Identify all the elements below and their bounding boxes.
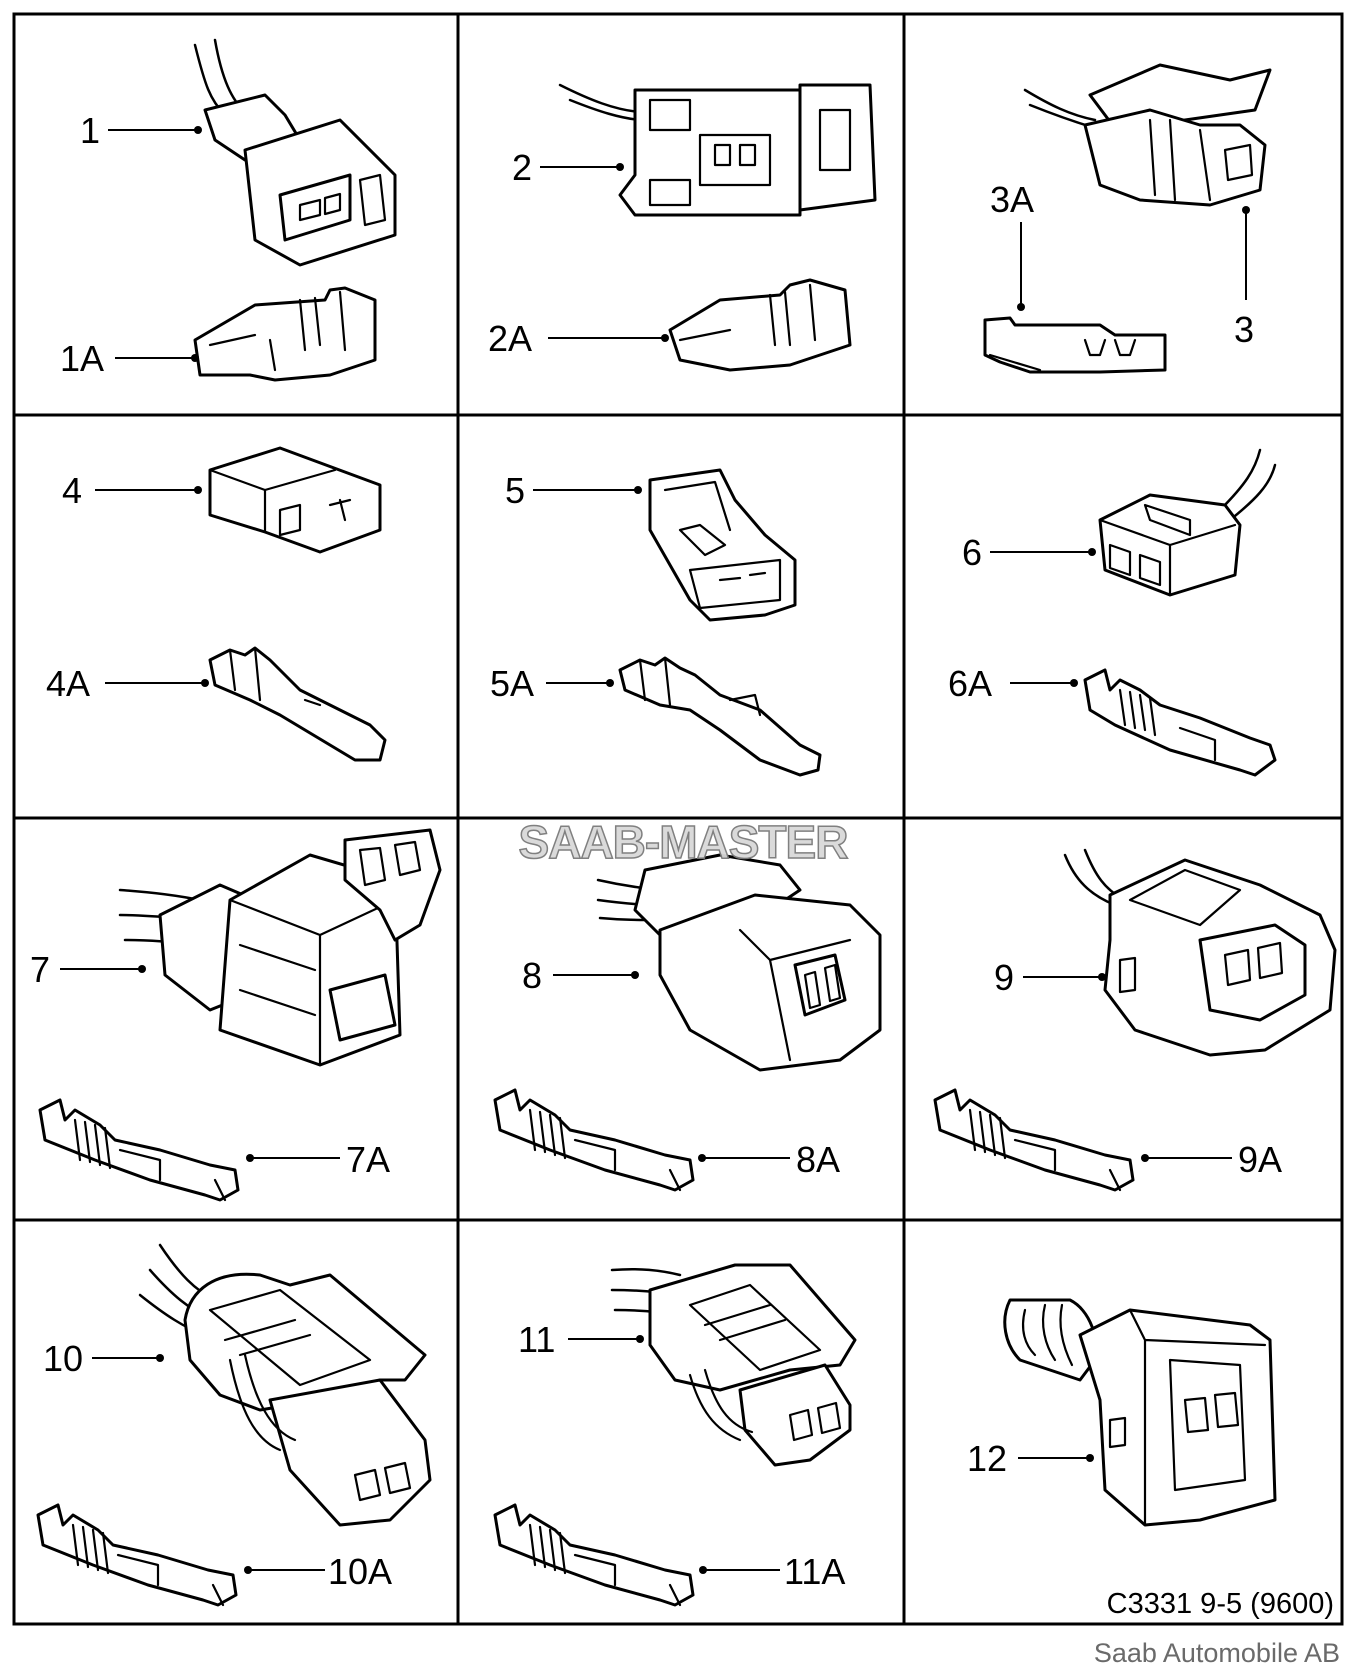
connector-6-drawing (1098, 448, 1277, 597)
connector-4-drawing (208, 446, 382, 554)
cell-4: 4 4A (46, 446, 387, 762)
connector-3-drawing (1023, 63, 1272, 207)
connector-11-drawing (610, 1263, 857, 1467)
cell-8: 8 8A (493, 853, 882, 1192)
leader-dot-4 (194, 486, 202, 494)
leader-dot-9A (1141, 1154, 1149, 1162)
label-11: 11 (518, 1319, 555, 1360)
terminal-10A-drawing (36, 1503, 238, 1607)
leader-dot-4A (201, 679, 209, 687)
leader-dot-8A (698, 1154, 706, 1162)
leader-dot-12 (1086, 1454, 1094, 1462)
label-12: 12 (967, 1438, 1007, 1479)
copyright-credit: Saab Automobile AB (1094, 1638, 1340, 1668)
leader-dot-11A (699, 1566, 707, 1574)
terminal-7A-drawing (38, 1098, 240, 1202)
label-7: 7 (30, 949, 50, 990)
leader-dot-1A (191, 354, 199, 362)
connector-2-drawing (558, 83, 877, 217)
terminal-4A-drawing (208, 646, 387, 762)
cell-1: 1 1A (60, 38, 397, 382)
leader-dot-10A (244, 1566, 252, 1574)
terminal-1A-drawing (193, 286, 377, 382)
connector-9-drawing (1063, 848, 1337, 1057)
label-6A: 6A (948, 663, 992, 704)
leader-dot-9 (1098, 973, 1106, 981)
leader-dot-5A (606, 679, 614, 687)
label-3: 3 (1234, 309, 1254, 350)
cell-6: 6 6A (948, 448, 1277, 777)
connector-10-drawing (138, 1243, 432, 1527)
cell-9: 9 9A (933, 848, 1337, 1192)
label-4: 4 (62, 470, 82, 511)
connector-7-drawing (118, 828, 442, 1067)
label-6: 6 (962, 532, 982, 573)
label-2: 2 (512, 147, 532, 188)
terminal-5A-drawing (618, 656, 822, 777)
label-7A: 7A (346, 1139, 390, 1180)
label-10: 10 (43, 1338, 83, 1379)
leader-dot-2 (616, 163, 624, 171)
leader-dot-3 (1242, 206, 1250, 214)
label-9A: 9A (1238, 1139, 1282, 1180)
leader-dot-2A (661, 334, 669, 342)
label-9: 9 (994, 957, 1014, 998)
label-5: 5 (505, 470, 525, 511)
leader-dot-8 (631, 971, 639, 979)
terminal-9A-drawing (933, 1088, 1135, 1192)
connector-1-drawing (193, 38, 397, 267)
leader-dot-7A (246, 1154, 254, 1162)
label-1A: 1A (60, 338, 104, 379)
label-8A: 8A (796, 1139, 840, 1180)
leader-dot-6A (1070, 679, 1078, 687)
label-5A: 5A (490, 663, 534, 704)
connector-8-drawing (596, 853, 882, 1072)
leader-dot-7 (138, 965, 146, 973)
leader-dot-3A (1017, 303, 1025, 311)
cell-7: 7 7A (30, 828, 442, 1202)
terminal-6A-drawing (1083, 668, 1277, 777)
label-2A: 2A (488, 318, 532, 359)
leader-dot-11 (636, 1335, 644, 1343)
leader-dot-5 (634, 486, 642, 494)
figure-code: C3331 9-5 (9600) (1107, 1588, 1334, 1620)
label-8: 8 (522, 955, 542, 996)
terminal-3A-drawing (983, 316, 1167, 374)
label-1: 1 (80, 110, 100, 151)
label-10A: 10A (328, 1551, 392, 1592)
cell-2: 2 2A (488, 83, 877, 372)
connector-5-drawing (648, 468, 797, 622)
grid-frame (12, 12, 1344, 1626)
leader-dot-10 (156, 1354, 164, 1362)
cell-12: 12 (967, 1298, 1277, 1527)
cell-10: 10 10A (36, 1243, 432, 1607)
label-11A: 11A (784, 1551, 845, 1592)
terminal-2A-drawing (668, 278, 852, 372)
label-4A: 4A (46, 663, 90, 704)
connector-12-drawing (1003, 1298, 1277, 1527)
leader-dot-1 (194, 126, 202, 134)
cell-3: 3A 3 (983, 63, 1272, 374)
leader-dot-6 (1088, 548, 1096, 556)
label-3A: 3A (990, 179, 1034, 220)
terminal-8A-drawing (493, 1088, 695, 1192)
cell-5: 5 5A (490, 468, 822, 777)
watermark: SAAB-MASTER (519, 816, 849, 868)
cell-11: 11 11A (493, 1263, 857, 1607)
terminal-11A-drawing (493, 1503, 695, 1607)
